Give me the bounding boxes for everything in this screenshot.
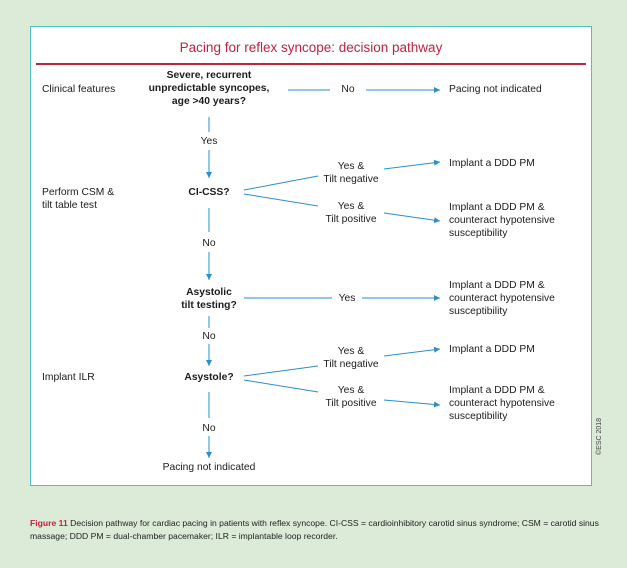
figure-number: Figure 11 xyxy=(30,518,68,528)
q2-no-label: No xyxy=(202,238,216,249)
q4-lower-line xyxy=(243,379,319,393)
outcome-counteract-2: counteract hypotensive xyxy=(449,293,555,304)
q4-yes-pos-2: Tilt positive xyxy=(325,398,377,409)
q4-yes-neg-2: Tilt negative xyxy=(323,359,379,370)
figure-caption-text: Decision pathway for cardiac pacing in p… xyxy=(30,518,599,541)
q4-lower-arrow xyxy=(383,399,441,408)
q3-line-1: Asystolic xyxy=(186,287,232,298)
q2-yes-pos-2: Tilt positive xyxy=(325,214,377,225)
q4-yes-pos-1: Yes & xyxy=(337,385,365,396)
q4-upper-line xyxy=(243,365,319,377)
q2-yes-pos-1: Yes & xyxy=(337,201,365,212)
q2-lower-line xyxy=(243,193,319,207)
outcome-not-indicated-1: Pacing not indicated xyxy=(449,84,542,95)
outcome-susceptibility-2: susceptibility xyxy=(449,306,508,317)
outcome-counteract-3: counteract hypotensive xyxy=(449,398,555,409)
q2-upper-line xyxy=(243,175,319,191)
outcome-ddd-amp-2: Implant a DDD PM & xyxy=(449,280,545,291)
q2-upper-arrow xyxy=(383,159,441,170)
q4-no-label: No xyxy=(202,423,216,434)
q3-line-2: tilt testing? xyxy=(181,300,237,311)
q3-yes-label: Yes xyxy=(338,293,356,304)
q1-yes-label: Yes xyxy=(200,136,218,147)
row-label-csm-2: tilt table test xyxy=(42,200,97,211)
q1-line-1: Severe, recurrent xyxy=(166,70,252,81)
outcome-ddd-1: Implant a DDD PM xyxy=(449,158,535,169)
copyright: ©ESC 2018 xyxy=(596,417,603,455)
outcome-ddd-amp-1: Implant a DDD PM & xyxy=(449,202,545,213)
outcome-counteract-1: counteract hypotensive xyxy=(449,215,555,226)
diagram-panel: Pacing for reflex syncope: decision path… xyxy=(30,26,592,486)
q4-upper-arrow xyxy=(383,346,441,357)
figure-caption: Figure 11 Decision pathway for cardiac p… xyxy=(30,517,610,543)
outcome-susceptibility-1: susceptibility xyxy=(449,228,508,239)
row-label-csm-1: Perform CSM & xyxy=(42,187,115,198)
row-label-ilr: Implant ILR xyxy=(42,372,95,383)
outcome-ddd-amp-3: Implant a DDD PM & xyxy=(449,385,545,396)
q2-yes-neg-1: Yes & xyxy=(337,161,365,172)
diagram-title: Pacing for reflex syncope: decision path… xyxy=(179,40,443,55)
title-rule xyxy=(36,63,586,65)
q2-yes-neg-2: Tilt negative xyxy=(323,174,379,185)
row-label-clinical: Clinical features xyxy=(42,84,116,95)
q2-node: CI-CSS? xyxy=(188,187,230,198)
q1-line-2: unpredictable syncopes, xyxy=(148,83,270,94)
outcome-ddd-2: Implant a DDD PM xyxy=(449,344,535,355)
q1-line-3: age >40 years? xyxy=(171,96,247,107)
outcome-susceptibility-3: susceptibility xyxy=(449,411,508,422)
q2-lower-arrow xyxy=(383,212,441,224)
end-node: Pacing not indicated xyxy=(162,462,256,473)
q3-no-label: No xyxy=(202,331,216,342)
q4-yes-neg-1: Yes & xyxy=(337,346,365,357)
q4-node: Asystole? xyxy=(184,372,234,383)
q1-no-label: No xyxy=(341,84,355,95)
